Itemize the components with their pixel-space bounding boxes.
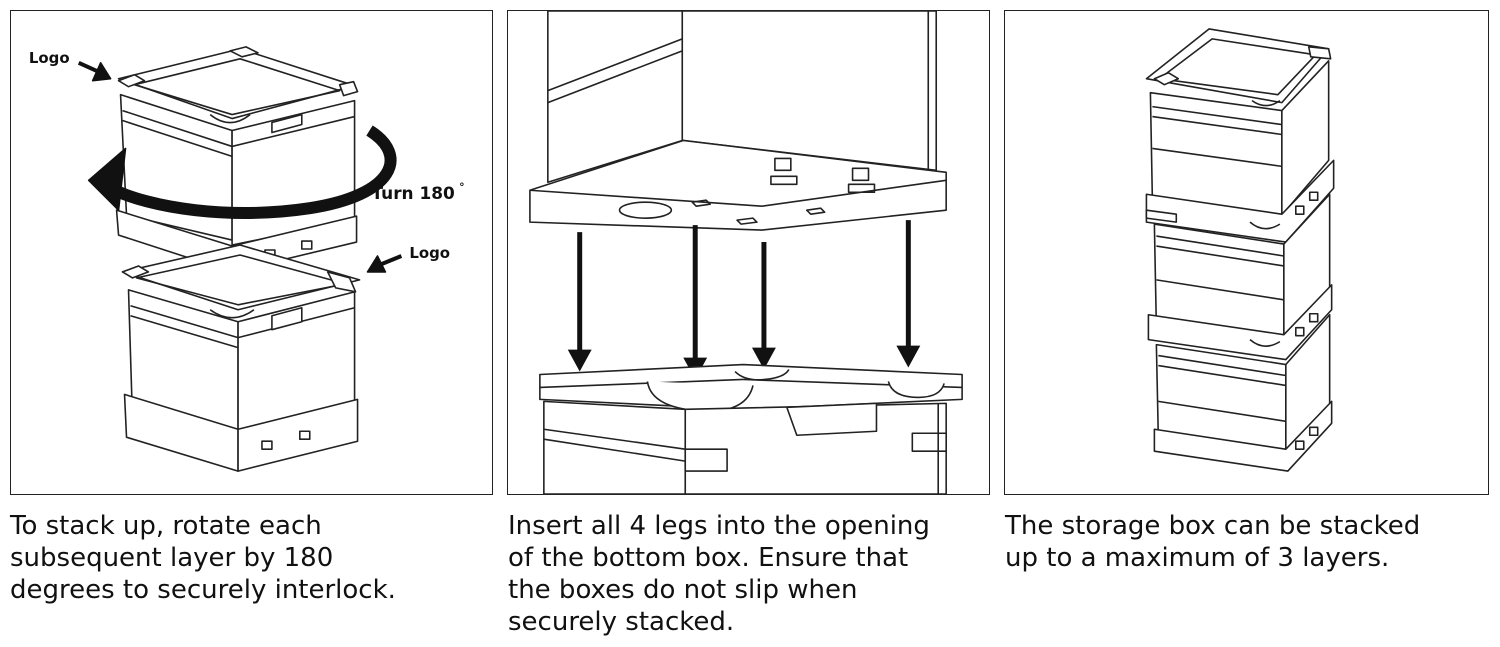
- insert-legs-caption: Insert all 4 legs into the opening of th…: [508, 511, 930, 637]
- logo-label-bottom: Logo: [409, 244, 450, 262]
- bottom-box-illustration: [121, 244, 361, 472]
- insert-legs-panel: [507, 10, 990, 495]
- stacked-boxes-diagram: [1145, 28, 1335, 472]
- stack-layer-top: [1145, 28, 1332, 216]
- rotation-arrow: [87, 125, 397, 219]
- insert-arrows: [567, 220, 921, 380]
- upper-box-illustration: [529, 11, 947, 231]
- rotate-layer-caption: To stack up, rotate each subsequent laye…: [10, 511, 396, 605]
- logo-label-top: Logo: [29, 49, 70, 67]
- turn-label: Turn 180: [372, 183, 455, 203]
- lower-box-illustration: [539, 363, 963, 494]
- stacked-boxes-caption: The storage box can be stacked up to a m…: [1005, 511, 1421, 573]
- logo-arrow-top: [77, 60, 112, 82]
- logo-arrow-bottom: [366, 254, 403, 273]
- stack-layer-bottom: [1147, 284, 1333, 472]
- rotate-layer-panel: Logo Turn 180 ° Logo: [10, 10, 493, 495]
- rotate-layer-diagram: Logo Turn 180 ° Logo: [29, 46, 465, 472]
- stacked-boxes-panel: [1004, 10, 1489, 495]
- insert-legs-diagram: [529, 11, 963, 494]
- degree-sign: °: [459, 180, 464, 193]
